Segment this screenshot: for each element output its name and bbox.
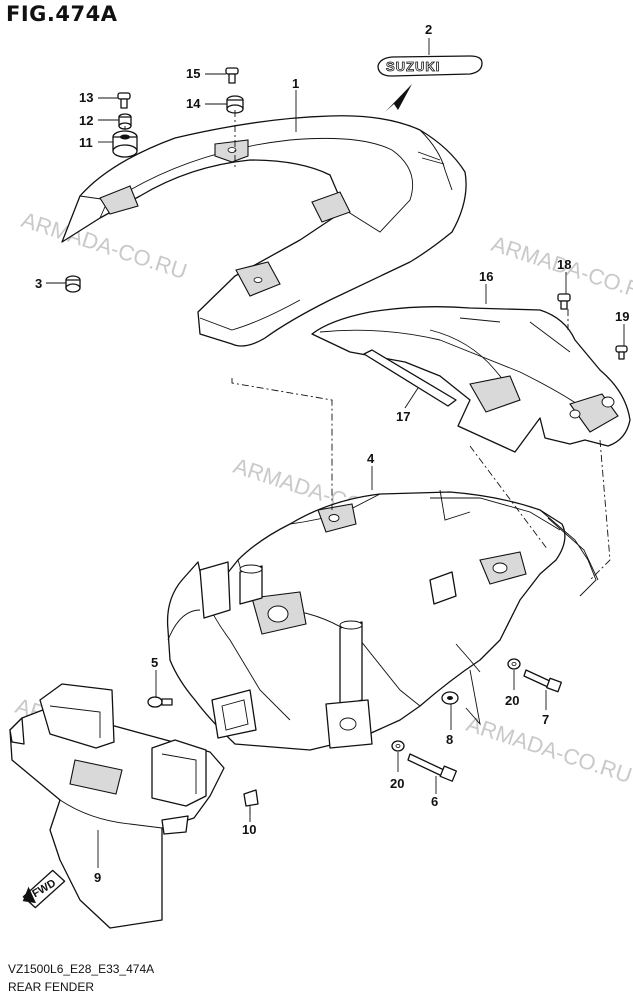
- part-4-rear-fender: [166, 489, 599, 751]
- part-1-seat-cowl: [61, 115, 467, 347]
- part-13-screw: [117, 92, 131, 109]
- callout-1: 1: [292, 76, 299, 91]
- callout-14: 14: [186, 96, 201, 111]
- watermark-1: ARMADA-CO.RU: [18, 207, 190, 284]
- callout-11: 11: [79, 135, 93, 150]
- callout-20-lower: 20: [390, 776, 404, 791]
- callout-4: 4: [367, 451, 375, 466]
- callout-6: 6: [431, 794, 438, 809]
- callout-10: 10: [242, 822, 256, 837]
- callout-2: 2: [425, 22, 432, 37]
- emblem-logo-text: SUZUKI: [386, 59, 440, 74]
- fwd-direction-badge: FWD: [22, 869, 66, 909]
- callout-16: 16: [479, 269, 493, 284]
- part-11-cushion: [112, 130, 138, 158]
- callout-20-upper: 20: [505, 693, 519, 708]
- assembly-lines: [124, 110, 611, 820]
- part-20-washer-upper: [507, 658, 521, 670]
- part-9-fender-lower: [9, 683, 225, 929]
- part-5-screw: [147, 696, 173, 708]
- part-16-inner-fender: [311, 306, 631, 453]
- part-19-bolt: [615, 345, 628, 360]
- part-8-nut: [441, 691, 459, 705]
- part-18-bolt: [557, 293, 571, 310]
- callout-7: 7: [542, 712, 549, 727]
- part-7-bolt: [523, 669, 562, 693]
- part-17-seal-strip: [363, 349, 457, 407]
- callout-9: 9: [94, 870, 101, 885]
- model-code: VZ1500L6_E28_E33_474A: [8, 962, 155, 976]
- callout-17: 17: [396, 409, 410, 424]
- callout-3: 3: [35, 276, 42, 291]
- callout-13: 13: [79, 90, 93, 105]
- callout-15: 15: [186, 66, 200, 81]
- part-15-screw: [225, 67, 239, 84]
- leader-lines: [46, 38, 625, 868]
- callout-18: 18: [557, 257, 571, 272]
- part-20-washer-lower: [391, 740, 405, 752]
- part-2-emblem: SUZUKI: [377, 55, 483, 112]
- callout-8: 8: [446, 732, 453, 747]
- callout-19: 19: [615, 309, 629, 324]
- callout-numbers: 15 14 13 12 11 3 1 2 16 18 19 17 4 5 8 2…: [35, 22, 629, 885]
- part-3-nut: [65, 275, 81, 293]
- callout-12: 12: [79, 113, 93, 128]
- part-6-bolt: [407, 753, 458, 782]
- assembly-name: REAR FENDER: [8, 980, 95, 994]
- part-10-clip: [243, 789, 259, 814]
- figure-title: FIG.474A: [6, 2, 118, 26]
- callout-5: 5: [151, 655, 158, 670]
